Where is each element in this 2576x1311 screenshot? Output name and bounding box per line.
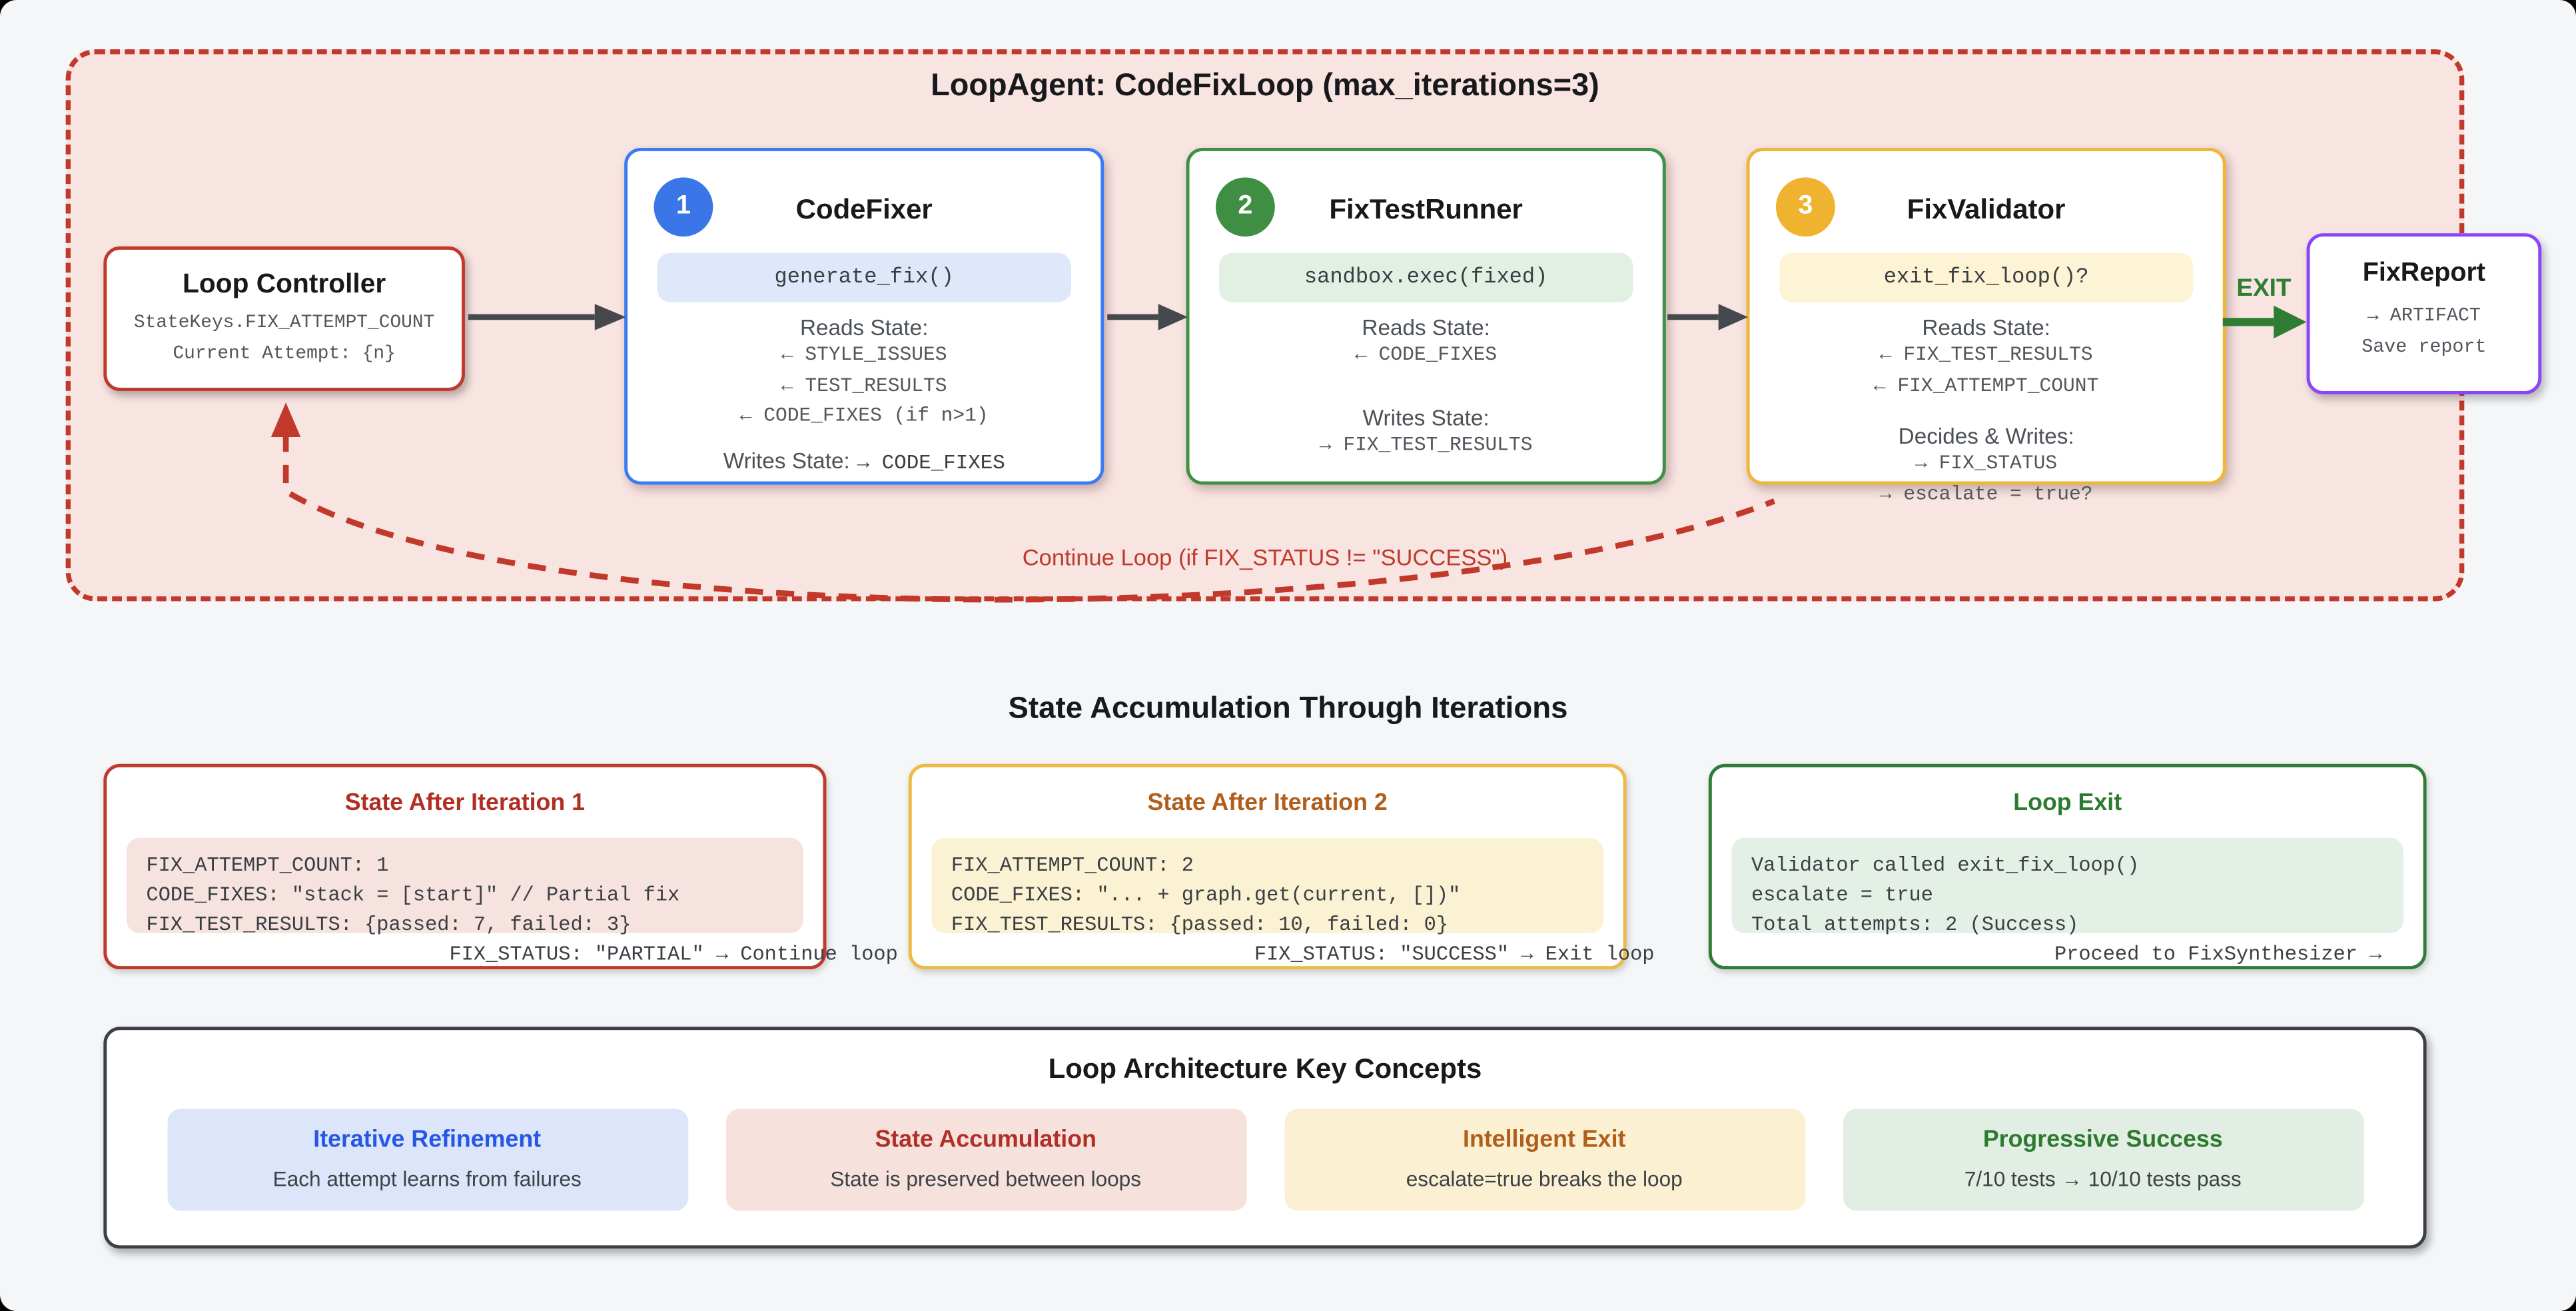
agent-codefixer-method: generate_fix() xyxy=(657,252,1071,302)
fixreport-artifact: → ARTIFACT xyxy=(2367,305,2481,327)
writes-state-line: Writes State: → CODE_FIXES xyxy=(628,446,1100,476)
state-card-title: State After Iteration 1 xyxy=(344,790,586,817)
state-card-iteration-1: State After Iteration 1 FIX_ATTEMPT_COUN… xyxy=(103,763,898,970)
state-card-iteration-2: State After Iteration 2 FIX_ATTEMPT_COUN… xyxy=(908,763,1655,970)
fixreport-save: Save report xyxy=(2361,336,2487,358)
write-item: → escalate = true? xyxy=(1879,482,2093,506)
state-card-loop-exit: Loop Exit Validator called exit_fix_loop… xyxy=(1708,763,2427,970)
concept-state-accumulation: State Accumulation State is preserved be… xyxy=(725,1108,1246,1211)
read-item: ← FIX_ATTEMPT_COUNT xyxy=(1873,374,2099,397)
code-line: Validator called exit_fix_loop() xyxy=(1751,854,2140,877)
state-card-title: State After Iteration 2 xyxy=(1147,790,1388,817)
read-item: ← CODE_FIXES xyxy=(1355,343,1498,366)
code-line: FIX_STATUS: "PARTIAL" → Continue loop xyxy=(146,943,898,967)
step-1-badge: 1 xyxy=(653,177,713,237)
agent-fixvalidator-title: FixValidator xyxy=(1907,194,2066,225)
fixreport-box: FixReport → ARTIFACT Save report xyxy=(2306,233,2542,394)
concept-iterative-refinement: Iterative Refinement Each attempt learns… xyxy=(167,1108,688,1211)
state-card-title: Loop Exit xyxy=(2013,790,2122,817)
read-item: ← TEST_RESULTS xyxy=(781,374,947,397)
concept-progressive-success: Progressive Success 7/10 tests → 10/10 t… xyxy=(1842,1108,2363,1211)
concept-intelligent-exit: Intelligent Exit escalate=true breaks th… xyxy=(1284,1108,1805,1211)
code-line: Proceed to FixSynthesizer → xyxy=(1751,943,2382,967)
code-line: CODE_FIXES: "... + graph.get(current, []… xyxy=(951,883,1461,907)
concept-title: Intelligent Exit xyxy=(1463,1126,1626,1154)
agent-fixtestrunner-title: FixTestRunner xyxy=(1329,194,1523,225)
code-line: Total attempts: 2 (Success) xyxy=(1751,913,2079,937)
agent-fixtestrunner-method: sandbox.exec(fixed) xyxy=(1218,252,1633,302)
code-line: CODE_FIXES: "stack = [start]" // Partial… xyxy=(146,883,680,907)
concept-desc: escalate=true breaks the loop xyxy=(1406,1166,1683,1191)
agent-fixtestrunner-box: 2 FixTestRunner sandbox.exec(fixed) Read… xyxy=(1186,147,1666,485)
code-line: FIX_STATUS: "SUCCESS" → Exit loop xyxy=(951,943,1655,967)
write-item: → FIX_STATUS xyxy=(1915,452,2058,475)
code-line: FIX_ATTEMPT_COUNT: 2 xyxy=(951,854,1194,877)
key-concepts-title: Loop Architecture Key Concepts xyxy=(1048,1053,1482,1085)
loop-controller-box: Loop Controller StateKeys.FIX_ATTEMPT_CO… xyxy=(103,246,465,391)
concept-desc: 7/10 tests → 10/10 tests pass xyxy=(1964,1166,2242,1191)
writes-state-value: → CODE_FIXES xyxy=(857,450,1005,474)
agent-fixvalidator-box: 3 FixValidator exit_fix_loop()? Reads St… xyxy=(1746,147,2226,505)
reads-state-label: Reads State: xyxy=(1922,315,2050,340)
code-line: FIX_TEST_RESULTS: {passed: 10, failed: 0… xyxy=(951,913,1449,937)
agent-codefixer-box: 1 CodeFixer generate_fix() Reads State: … xyxy=(624,147,1104,485)
key-concepts-box: Loop Architecture Key Concepts Iterative… xyxy=(103,1027,2427,1249)
loop-agent-title: LoopAgent: CodeFixLoop (max_iterations=3… xyxy=(931,69,1599,104)
agent-fixvalidator-method: exit_fix_loop()? xyxy=(1779,252,2194,302)
reads-state-label: Reads State: xyxy=(799,315,929,340)
code-line: escalate = true xyxy=(1751,883,1933,907)
loop-controller-statekey: StateKeys.FIX_ATTEMPT_COUNT xyxy=(133,314,435,334)
concept-desc: State is preserved between loops xyxy=(830,1166,1142,1191)
concept-title: Iterative Refinement xyxy=(313,1126,542,1154)
exit-label: EXIT xyxy=(2236,274,2292,302)
read-item: ← FIX_TEST_RESULTS xyxy=(1879,343,2093,366)
step-3-badge: 3 xyxy=(1775,177,1835,237)
loop-controller-title: Loop Controller xyxy=(183,269,386,299)
decides-writes-label: Decides & Writes: xyxy=(1898,424,2074,449)
write-item: → FIX_TEST_RESULTS xyxy=(1319,432,1533,456)
state-code-block: FIX_ATTEMPT_COUNT: 1 CODE_FIXES: "stack … xyxy=(126,837,898,966)
code-line: FIX_ATTEMPT_COUNT: 1 xyxy=(146,854,389,877)
code-line: FIX_TEST_RESULTS: {passed: 7, failed: 3} xyxy=(146,913,632,937)
step-2-badge: 2 xyxy=(1215,177,1275,237)
agent-codefixer-title: CodeFixer xyxy=(795,194,933,225)
state-code-block: FIX_ATTEMPT_COUNT: 2 CODE_FIXES: "... + … xyxy=(931,837,1655,966)
concept-title: Progressive Success xyxy=(1982,1126,2223,1154)
read-item: ← CODE_FIXES (if n>1) xyxy=(739,404,989,428)
writes-state-label: Writes State: xyxy=(723,448,850,473)
writes-state-label: Writes State: xyxy=(1362,404,1490,430)
key-concepts-row: Iterative Refinement Each attempt learns… xyxy=(107,1108,2423,1211)
loop-controller-attempt: Current Attempt: {n} xyxy=(173,344,396,364)
continue-loop-label: Continue Loop (if FIX_STATUS != "SUCCESS… xyxy=(1022,544,1508,570)
concept-desc: Each attempt learns from failures xyxy=(272,1166,582,1191)
reads-state-label: Reads State: xyxy=(1362,315,1490,340)
concept-title: State Accumulation xyxy=(875,1126,1096,1154)
read-item: ← STYLE_ISSUES xyxy=(781,343,947,366)
fixreport-title: FixReport xyxy=(2362,259,2485,288)
state-section-title: State Accumulation Through Iterations xyxy=(1008,689,1568,725)
state-code-block: Validator called exit_fix_loop() escalat… xyxy=(1731,837,2404,966)
